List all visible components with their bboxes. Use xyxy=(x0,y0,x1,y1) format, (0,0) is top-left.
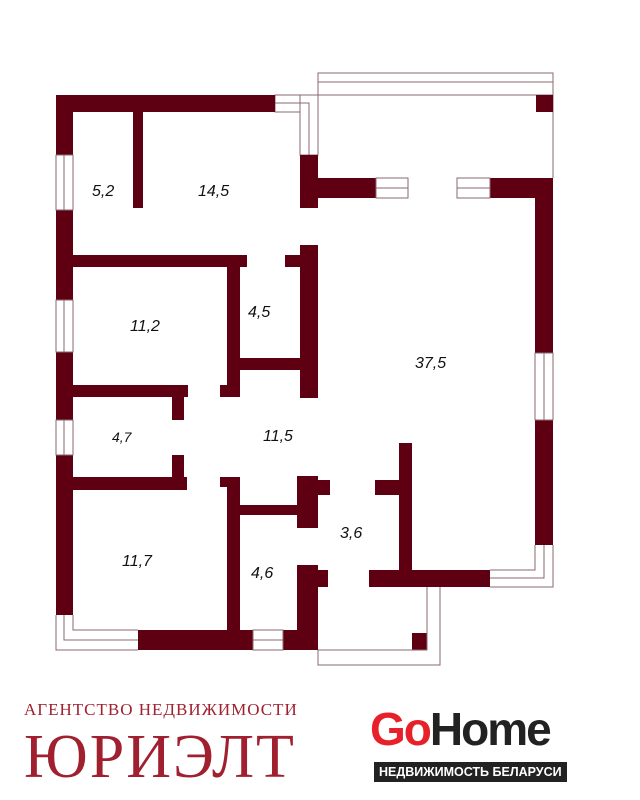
gohome-logo: GoHome xyxy=(370,703,552,755)
gohome-logo-block: GoHome НЕДВИЖИМОСТЬ БЕЛАРУСИ xyxy=(370,700,630,798)
room-area-bedroom-middle: 11,2 xyxy=(130,318,160,335)
room-area-small-room: 4,7 xyxy=(112,429,132,445)
room-area-storage-top: 5,2 xyxy=(92,183,115,200)
room-area-bathroom-top: 4,5 xyxy=(248,304,271,321)
room-area-living: 37,5 xyxy=(415,355,447,372)
agency-line: АГЕНТСТВО НЕДВИЖИМОСТИ xyxy=(24,700,298,719)
brand-home: Home xyxy=(429,703,552,755)
room-area-bedroom-top: 14,5 xyxy=(198,183,230,200)
logo-tagline: НЕДВИЖИМОСТЬ БЕЛАРУСИ xyxy=(374,762,567,782)
walls xyxy=(56,95,553,650)
window-top-corner xyxy=(274,94,319,156)
room-area-bedroom-bottom: 11,7 xyxy=(122,553,152,570)
room-area-hall: 11,5 xyxy=(263,428,293,445)
balcony-top xyxy=(317,72,554,178)
brand-go: Go xyxy=(370,703,432,755)
room-area-entry: 3,6 xyxy=(340,525,363,542)
windows xyxy=(55,154,554,666)
room-area-bathroom-bottom: 4,6 xyxy=(251,565,274,582)
agency-name: ЮРИЭЛТ xyxy=(24,723,296,791)
agency-logo: АГЕНТСТВО НЕДВИЖИМОСТИ ЮРИЭЛТ xyxy=(24,700,324,798)
